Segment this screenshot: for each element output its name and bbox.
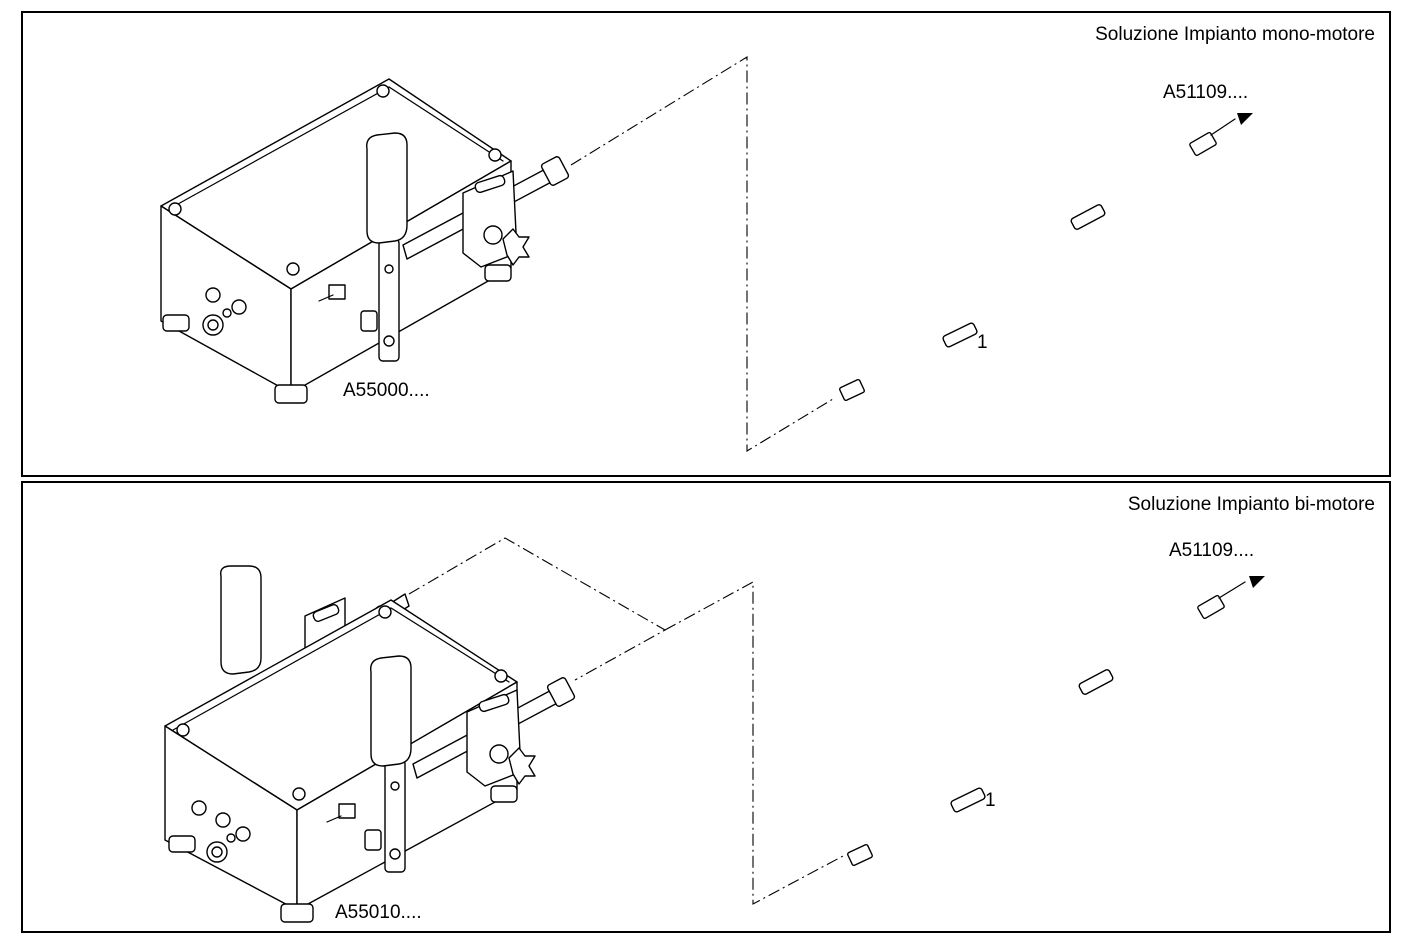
- callout-number: 1: [985, 790, 996, 811]
- flex-cable-drawing: [847, 576, 1265, 867]
- unit-code-label: A55000....: [343, 380, 430, 401]
- panel-title: Soluzione Impianto mono-motore: [1095, 24, 1375, 45]
- flex-cable-drawing: [839, 113, 1253, 402]
- connection-line: [570, 56, 834, 452]
- unit-code-label: A55010....: [335, 902, 422, 923]
- assembly-drawing-bi: [164, 537, 1265, 923]
- connection-line: [408, 537, 844, 905]
- control-box-drawing: [164, 599, 518, 923]
- control-box-drawing: [160, 78, 512, 404]
- lever-assembly-drawing: [360, 132, 570, 362]
- callout-number: 1: [977, 332, 988, 353]
- lever-assembly-drawing: [364, 655, 576, 873]
- panel-mono-motor: Soluzione Impianto mono-motore: [21, 11, 1391, 477]
- rear-lever-drawing: [220, 565, 410, 675]
- assembly-drawing-mono: [160, 56, 1253, 452]
- cable-code-label: A51109....: [1169, 540, 1255, 561]
- panel-title: Soluzione Impianto bi-motore: [1127, 494, 1375, 515]
- panel-bi-motor: Soluzione Impianto bi-motore: [21, 481, 1391, 933]
- cable-code-label: A51109....: [1163, 82, 1249, 103]
